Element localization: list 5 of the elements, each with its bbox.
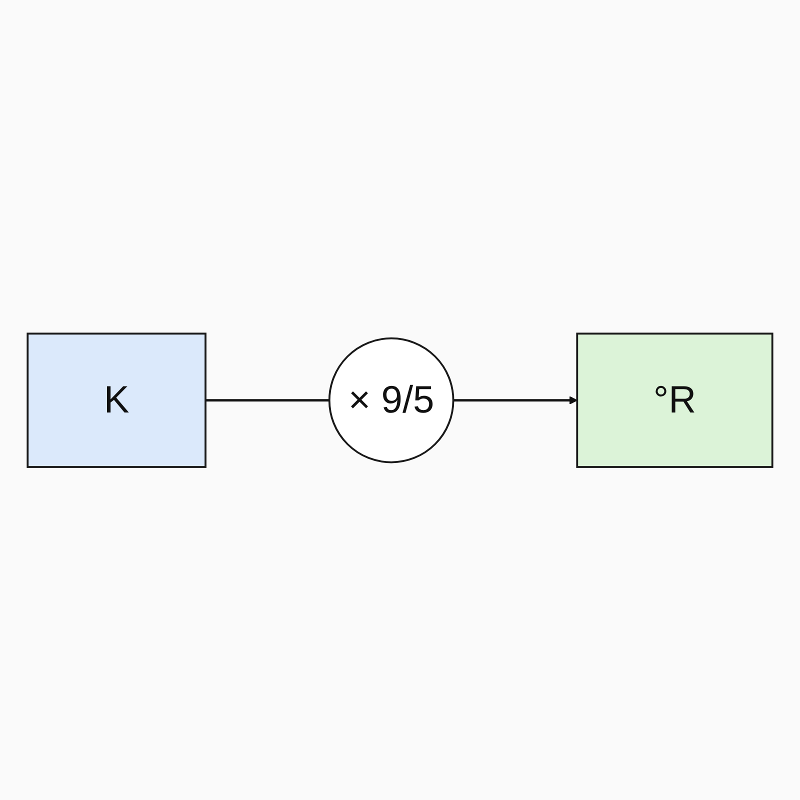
node-box: K [26, 332, 206, 468]
node-circle: × 9/5 [328, 337, 454, 463]
node-box: °R [576, 332, 774, 468]
arrow [453, 396, 578, 404]
connector [206, 398, 330, 402]
